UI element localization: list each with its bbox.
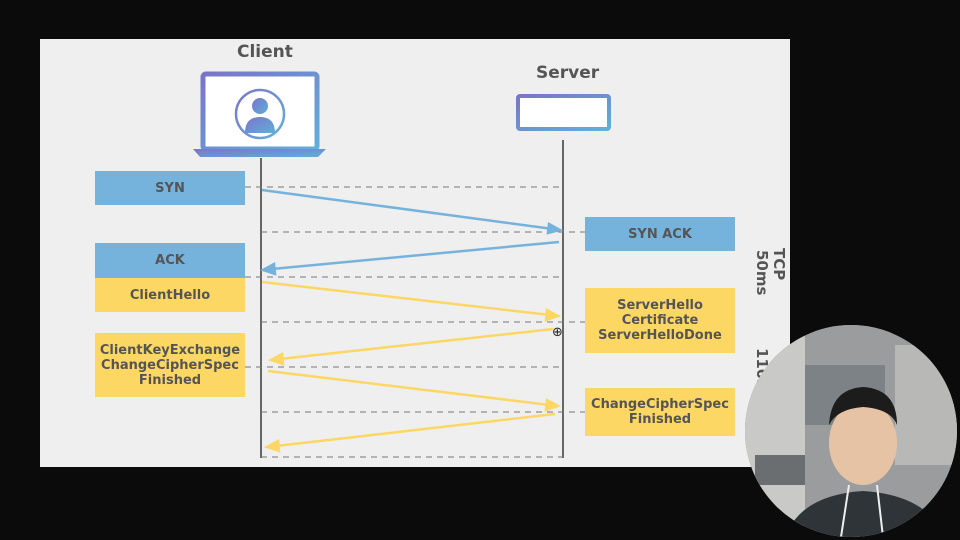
time-markers	[245, 186, 585, 458]
server-finished-line: Finished	[628, 412, 692, 427]
change-cipher-spec-line: ChangeCipherSpec	[101, 357, 239, 373]
client-key-exchange-line: ClientKeyExchange	[99, 342, 241, 358]
finished-line: Finished	[138, 372, 202, 388]
server-hello-done-line: ServerHelloDone	[598, 328, 722, 343]
server-hello-box: ServerHello Certificate ServerHelloDone	[585, 288, 735, 353]
server-hello-line: ServerHello	[617, 298, 703, 313]
zoom-cursor-icon: ⊕	[552, 325, 563, 340]
syn-label: SYN	[155, 180, 185, 196]
client-laptop-icon	[193, 71, 326, 157]
ack-box: ACK	[95, 243, 245, 278]
tls-arrows	[261, 280, 562, 453]
tcp-time-label: 50ms	[753, 250, 771, 296]
server-change-cipher-box: ChangeCipherSpec Finished	[585, 388, 735, 436]
server-change-cipher-line: ChangeCipherSpec	[591, 397, 729, 412]
certificate-line: Certificate	[621, 313, 699, 328]
syn-box: SYN	[95, 171, 245, 205]
client-hello-label: ClientHello	[129, 287, 211, 303]
server-label: Server	[536, 63, 600, 83]
client-hello-box: ClientHello	[95, 278, 245, 312]
tcp-arrows	[259, 188, 564, 276]
client-key-exchange-box: ClientKeyExchange ChangeCipherSpec Finis…	[95, 333, 245, 397]
server-icon	[516, 94, 611, 137]
ack-label: ACK	[155, 253, 185, 268]
syn-ack-label: SYN ACK	[628, 226, 692, 242]
presenter-video-feed	[745, 325, 957, 537]
tcp-side-label: TCP	[770, 248, 788, 281]
syn-ack-box: SYN ACK	[585, 217, 735, 251]
presenter-image	[745, 325, 957, 537]
client-label: Client	[237, 42, 293, 62]
